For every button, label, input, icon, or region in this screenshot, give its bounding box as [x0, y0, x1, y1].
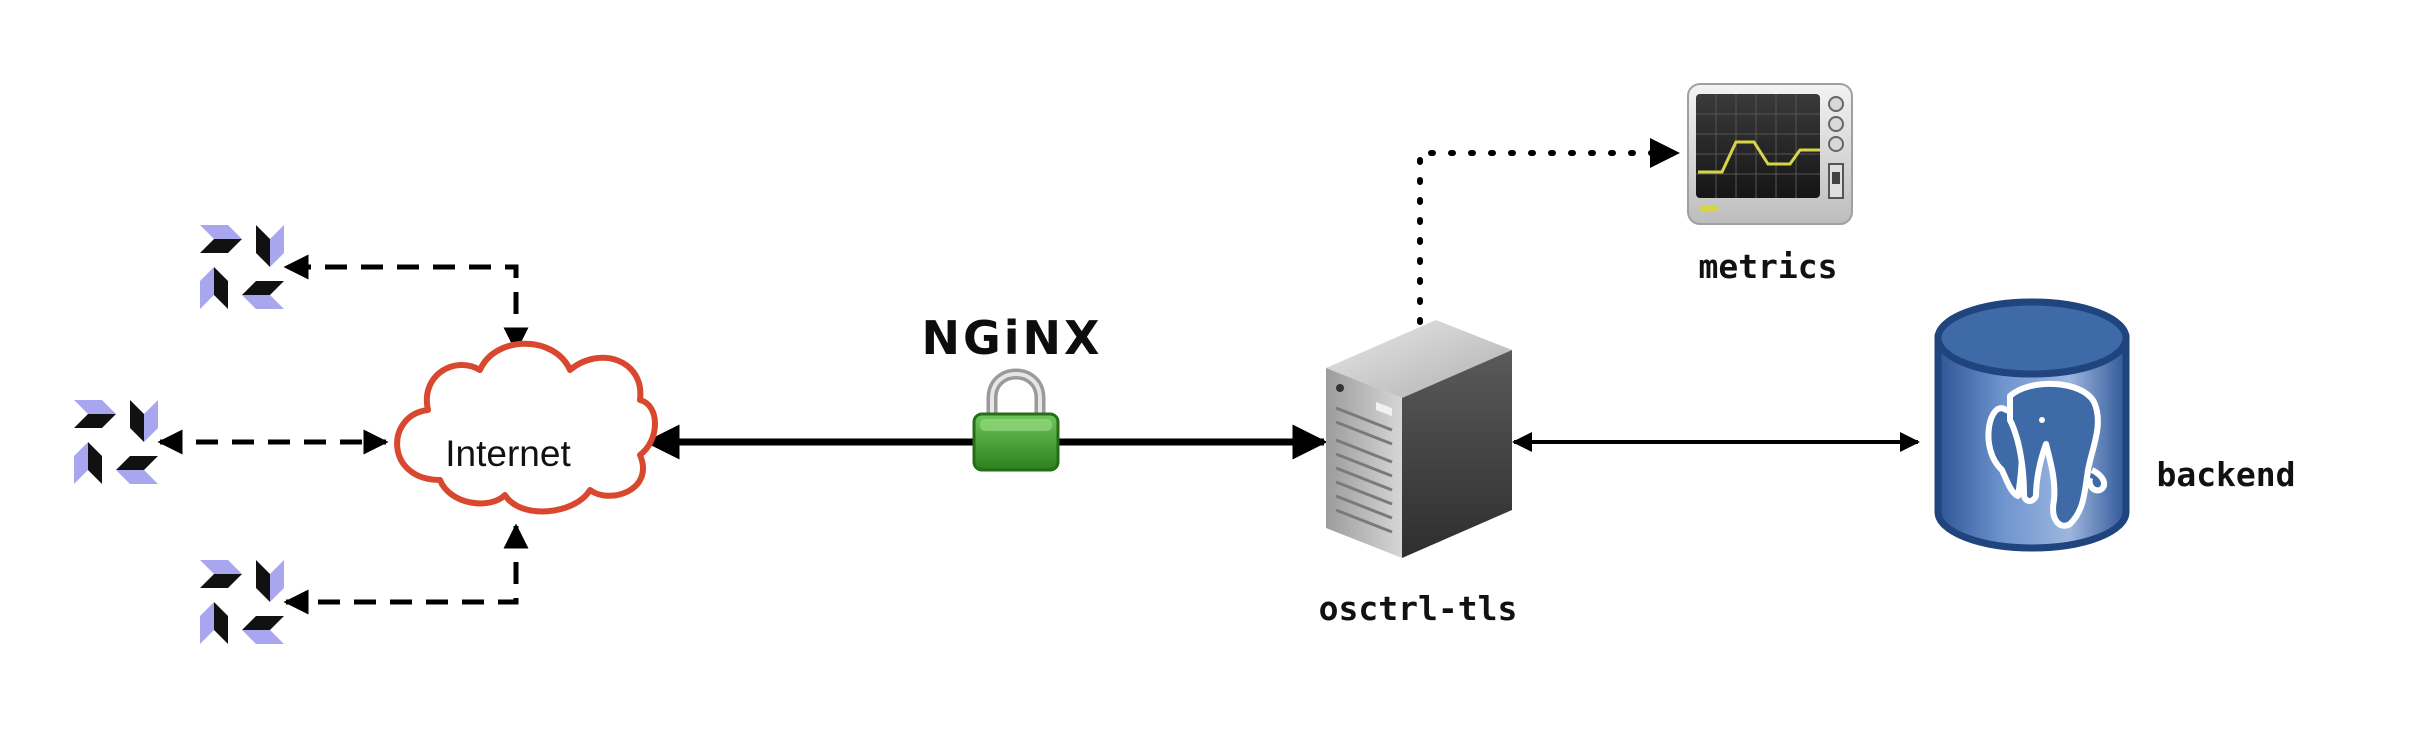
backend-label: backend	[2156, 455, 2295, 494]
osquery-client-icon	[74, 400, 158, 484]
client-top-edge	[283, 254, 529, 353]
elephant-icon	[1985, 380, 2108, 529]
server-label: osctrl-tls	[1319, 589, 1518, 628]
nginx-label: NGiNX	[922, 311, 1103, 365]
metrics-label: metrics	[1698, 247, 1837, 286]
osquery-client-icon	[200, 560, 284, 644]
metrics-edge	[1417, 138, 1680, 325]
server-tower-icon	[1326, 320, 1512, 558]
osquery-client-icon	[200, 225, 284, 309]
internet-label: Internet	[445, 433, 571, 474]
cloud-icon	[394, 340, 658, 515]
client-bottom-edge	[283, 523, 529, 615]
postgresql-database-icon	[1934, 298, 2130, 552]
activity-monitor-icon	[1687, 83, 1853, 225]
padlock-icon	[972, 368, 1060, 472]
internet-cloud: Internet	[394, 340, 658, 515]
